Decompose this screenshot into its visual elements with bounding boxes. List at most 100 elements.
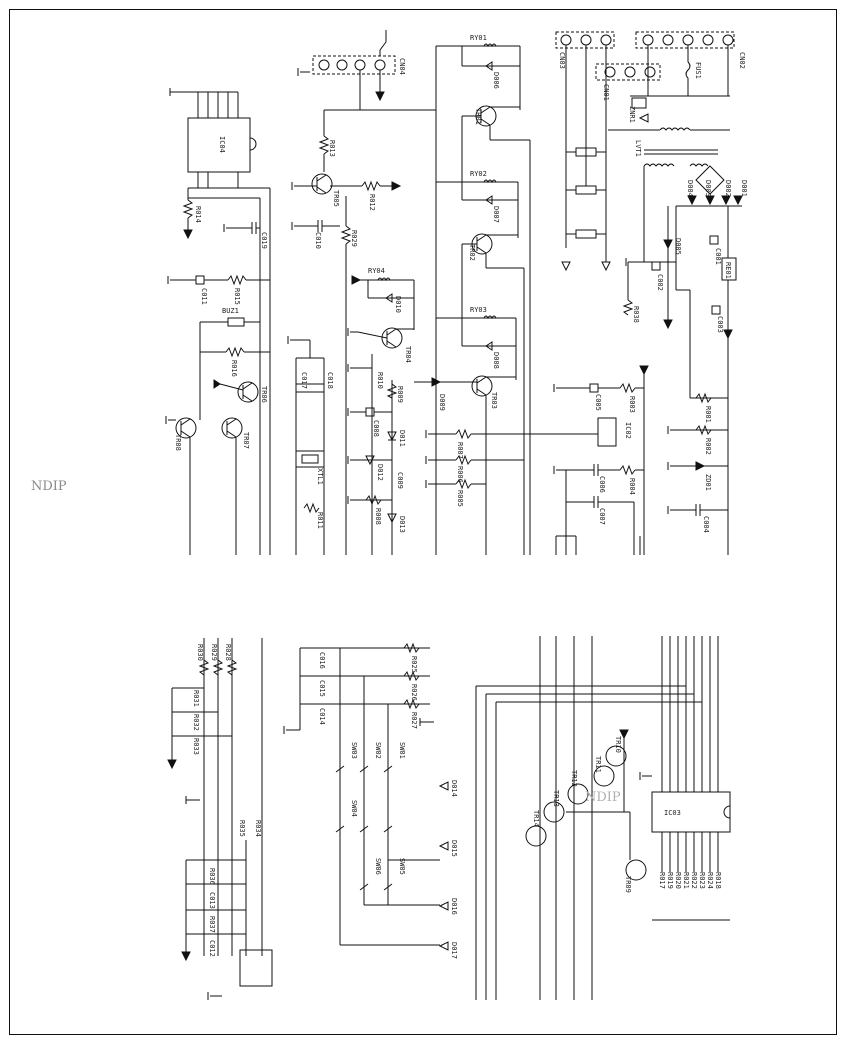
c016-label: C016 [318, 652, 326, 669]
c009-label: C009 [396, 472, 404, 489]
sw06-label: SW06 [374, 858, 382, 875]
ic03-block: IC03 R017 R019 R020 R021 R022 R023 R024 … [639, 636, 731, 921]
r031-label: R031 [192, 690, 200, 707]
tr07-label: TR07 [242, 432, 250, 449]
sw01-label: SW01 [398, 742, 406, 759]
resistor-r012: R012 [330, 180, 402, 211]
r003-label: R003 [628, 396, 636, 413]
r023-label: R023 [698, 872, 706, 889]
crystal-xtl1: C017 C018 XTL1 R011 [287, 336, 334, 555]
connector-cn03: CN03 [555, 31, 615, 69]
sw05-label: SW05 [398, 858, 406, 875]
c008-label: C008 [372, 420, 380, 437]
capacitor-c003: C003 [711, 305, 733, 340]
regulator-re01: RE01 [721, 206, 737, 320]
d015-label: D015 [450, 840, 458, 857]
tr13-label: TR13 [552, 790, 560, 807]
r006-label: R006 [456, 466, 464, 483]
c004-label: C004 [702, 516, 710, 533]
r038-label: R038 [632, 306, 640, 323]
d011-label: D011 [398, 430, 406, 447]
ic02-label: IC02 [624, 422, 632, 439]
transistor-tr04: TR04 [347, 327, 414, 363]
resistor-r013: R013 [318, 135, 336, 172]
c006-label: C006 [598, 476, 606, 493]
r004-label: R004 [628, 478, 636, 495]
diode-d009: D009 [414, 377, 477, 411]
r016-label: R016 [230, 360, 238, 377]
r017-label: R017 [658, 872, 666, 889]
xtl1-label: XTL1 [316, 468, 324, 485]
connector-cn04: CN04 [297, 30, 406, 110]
d002-label: D002 [724, 180, 732, 197]
resistor-r003: R003 [619, 382, 644, 413]
zd01-label: ZD01 [704, 474, 712, 491]
r005-label: R005 [456, 490, 464, 507]
sheet-border [9, 9, 837, 1035]
resistor-r014: R014 [182, 188, 202, 240]
bridge-rectifier: D004 D003 D002 D001 [676, 165, 748, 207]
d006-label: D006 [492, 72, 500, 89]
r002-label: R002 [704, 438, 712, 455]
tr11-label: TR11 [594, 756, 602, 773]
ic03-label: IC03 [664, 809, 681, 817]
r008-label: R008 [374, 508, 382, 525]
r019-label: R019 [666, 872, 674, 889]
cn04-label: CN04 [398, 58, 406, 75]
r037-label: R037 [208, 916, 216, 933]
d010-label: D010 [394, 296, 402, 313]
c003-label: C003 [716, 316, 724, 333]
buzzer-buz1: BUZ1 [199, 307, 261, 420]
r021-label: R021 [682, 872, 690, 889]
d004-label: D004 [686, 180, 694, 197]
r035-label: R035 [238, 820, 246, 837]
c018-label: C018 [326, 372, 334, 389]
fus1-label: FUS1 [694, 62, 702, 79]
r030-label: R030 [196, 644, 204, 661]
capacitor-c006: C006 [553, 464, 620, 493]
tr09-label: TR09 [624, 876, 632, 893]
resistor-r004: R004 [619, 464, 644, 495]
bus-lines [475, 636, 702, 1000]
capacitor-c019: C019 [223, 222, 268, 249]
d008-label: D008 [492, 352, 500, 369]
diode-d005: D005 [663, 206, 682, 255]
d009-label: D009 [438, 394, 446, 411]
transistor-tr02: TR02 [461, 233, 525, 555]
r014-label: R014 [194, 206, 202, 223]
r001-label: R001 [704, 406, 712, 423]
r036-label: R036 [208, 868, 216, 885]
r027-label: R027 [410, 712, 418, 729]
r034-label: R034 [254, 820, 262, 837]
resistor-r015: R015 [227, 274, 270, 305]
c019-label: C019 [260, 232, 268, 249]
r033-label: R033 [192, 738, 200, 755]
r029b-label: R029 [210, 644, 218, 661]
resistors-r001-r002: R001 R002 ZD01 C004 [667, 320, 729, 555]
capacitor-c011: C011 [167, 275, 228, 305]
varistor-znr1: ZNR1 [628, 95, 730, 123]
tr06-label: TR06 [260, 386, 268, 403]
r024-label: R024 [706, 872, 714, 889]
r015-label: R015 [233, 288, 241, 305]
resistor-network-left: R030 R029 R028 R031 R032 R033 [167, 638, 263, 956]
transformer-lvt1: LVT1 [608, 127, 730, 262]
connector-cn02: CN02 [635, 31, 746, 69]
sw02-label: SW02 [374, 742, 382, 759]
d007-label: D007 [492, 206, 500, 223]
capacitor-c008: C008 [347, 407, 392, 437]
transistor-tr07: TR07 [221, 417, 250, 449]
resistor-r038: R038 [622, 262, 673, 330]
r029-label: R029 [350, 230, 358, 247]
tr01-label: TR01 [474, 108, 482, 125]
watermark-overlay-text: NDIP [585, 790, 621, 805]
tr04-label: TR04 [404, 346, 412, 363]
tr08-label: TR08 [174, 434, 182, 451]
tr12-label: TR12 [570, 770, 578, 787]
c002-label: C002 [656, 274, 664, 291]
switch-matrix: SW03 SW02 SW01 SW04 SW06 SW05 [335, 742, 440, 946]
transistor-tr03: TR03 [471, 375, 516, 555]
ry02-label: RY02 [470, 170, 487, 178]
tr05-label: TR05 [332, 190, 340, 207]
